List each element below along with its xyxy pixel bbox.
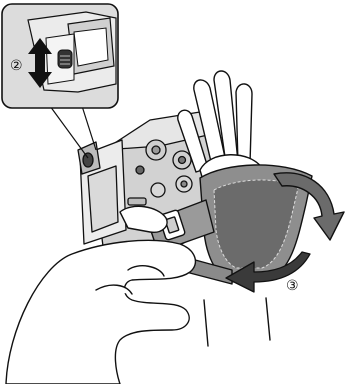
- step-3-label: ③: [286, 278, 299, 294]
- curved-arrow-icon: [273, 172, 345, 241]
- adjustment-lever-icon: [57, 49, 73, 69]
- inset-detail: [1, 3, 119, 159]
- step-2-label: ②: [10, 58, 23, 74]
- double-vertical-arrow-icon: [28, 38, 52, 88]
- wrist-lines: [203, 297, 271, 347]
- grip-strap: [147, 164, 313, 285]
- left-hand: [5, 205, 197, 384]
- camcorder: [77, 111, 215, 263]
- eyepiece-icon: [82, 152, 94, 168]
- curved-arrow-left-icon: [225, 251, 311, 293]
